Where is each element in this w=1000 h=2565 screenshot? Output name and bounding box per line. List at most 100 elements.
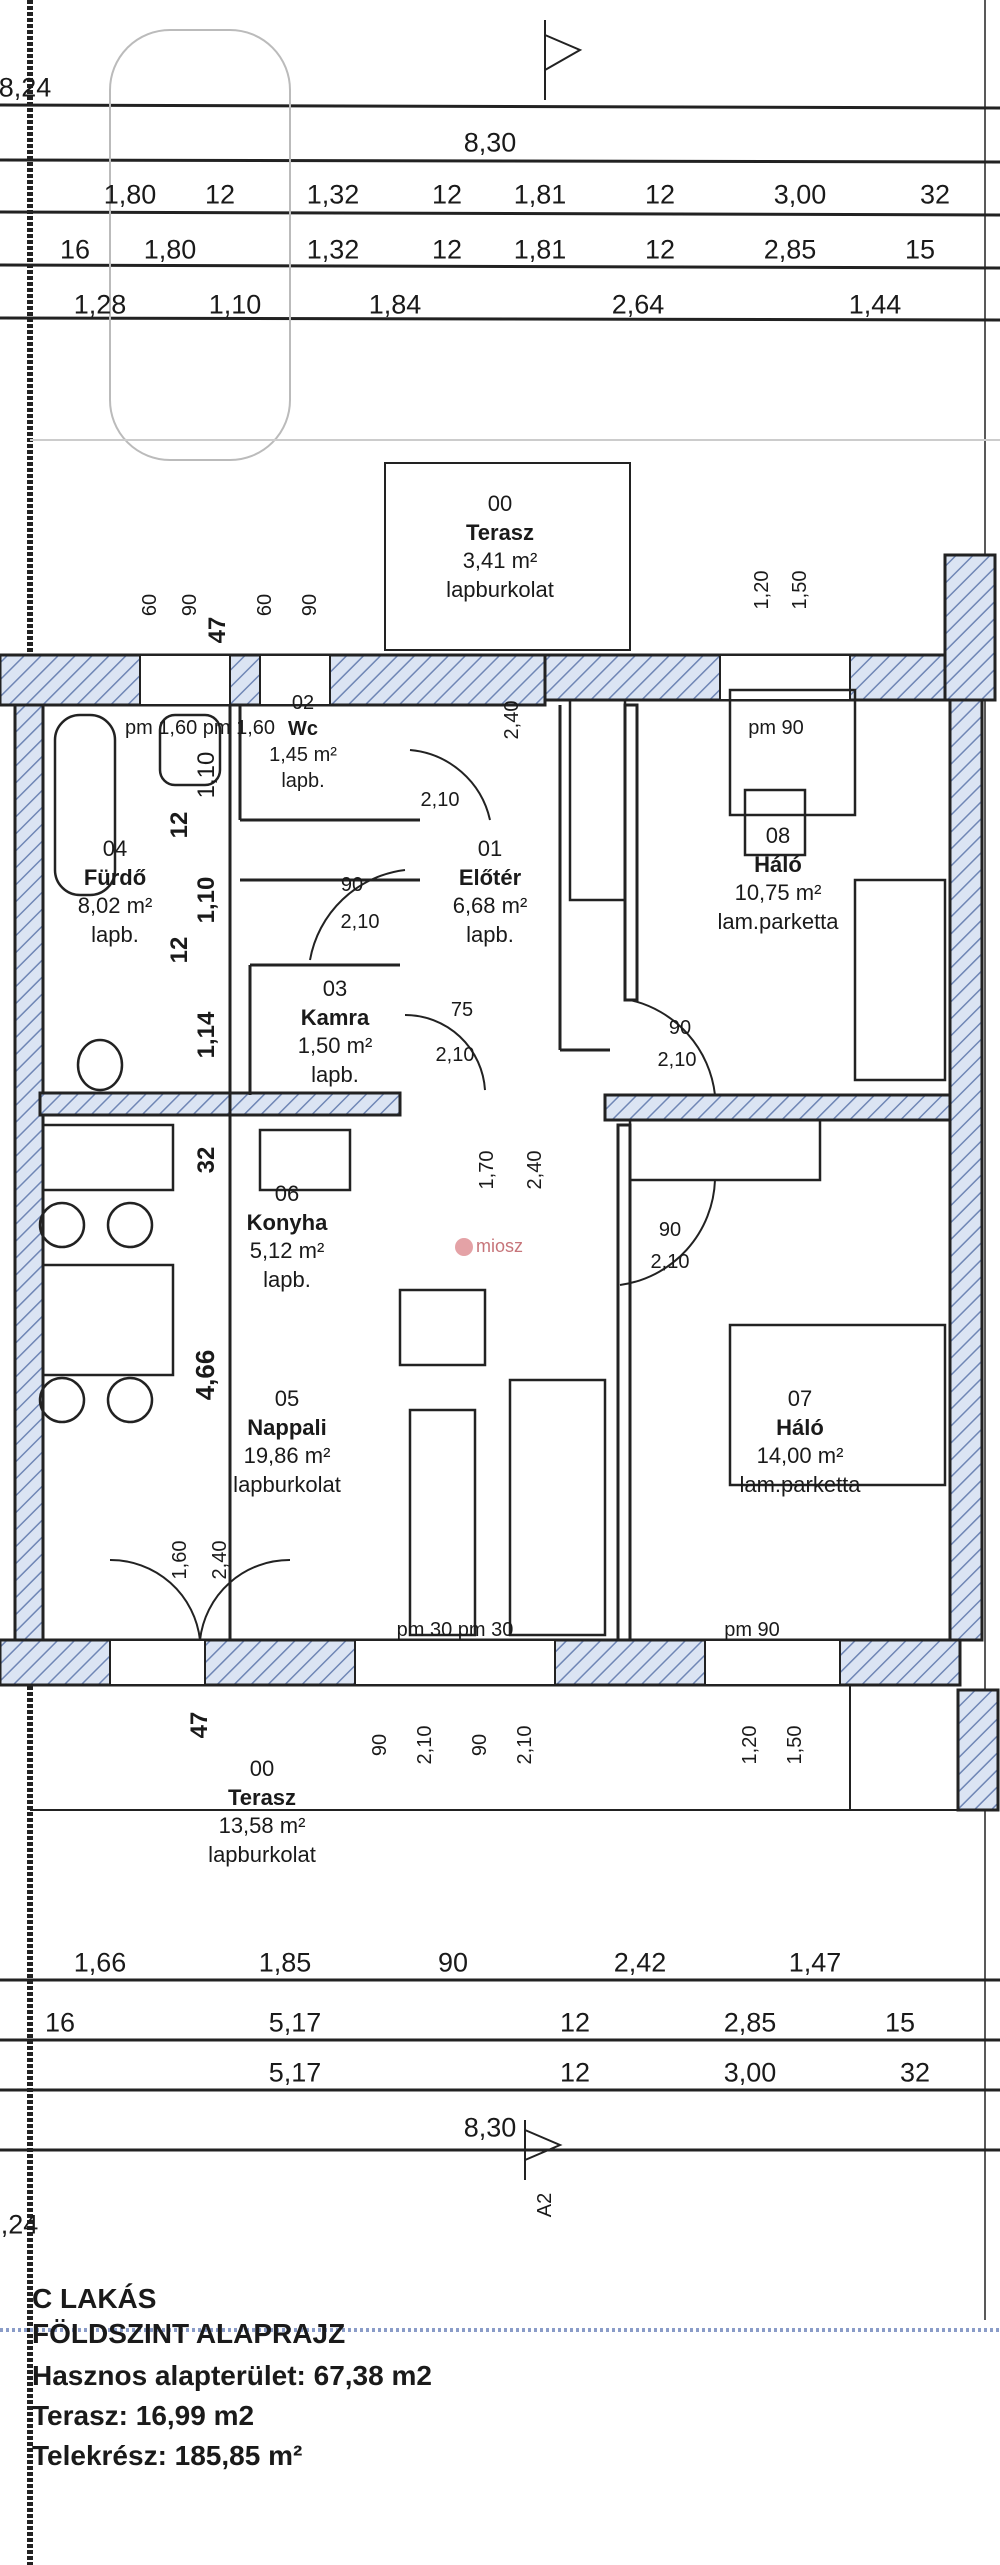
room-terrace-top: 00 Terasz 3,41 m² lapburkolat (446, 490, 554, 604)
room-number: 01 (477, 836, 503, 861)
terrace-area: Terasz: 16,99 m2 (32, 2400, 255, 2431)
dim-label: 8,24 (0, 72, 52, 103)
plan-subtitle: FÖLDSZINT ALAPRAJZ (32, 2318, 346, 2349)
room-floor: lapburkolat (446, 576, 554, 602)
dim-label: 15 (884, 2007, 916, 2038)
room-wc: 02 Wc 1,45 m² lapb. (269, 690, 337, 794)
room-name: Fürdő (83, 864, 147, 890)
dim-label: 2,42 (613, 1947, 667, 1978)
dim-label: 1,28 (73, 289, 127, 320)
dim-label: 1,50 (784, 1725, 806, 1765)
windows (109, 654, 851, 1686)
terrace-bottom-outline (30, 1685, 960, 1811)
dim-label: 2,85 (723, 2007, 777, 2038)
dim-label: 60 (139, 593, 161, 617)
dim-label: 2,10 (420, 789, 460, 811)
room-name: Wc (288, 718, 318, 740)
dim-label: 3,24 (0, 2209, 39, 2240)
dim-label: 1,81 (513, 234, 567, 265)
room-number: 05 (274, 1386, 300, 1411)
dim-label: 1,44 (848, 289, 902, 320)
dim-label: 2,40 (209, 1540, 231, 1580)
room-number: 06 (274, 1181, 300, 1206)
dim-label: 3,00 (723, 2057, 777, 2088)
dim-label: 12 (431, 179, 463, 210)
dim-label: 1,32 (306, 179, 360, 210)
dim-label: 1,10 (193, 751, 220, 799)
dim-label: 75 (450, 999, 474, 1021)
dim-label: 2,10 (650, 1251, 690, 1273)
room-kitchen: 06 Konyha 5,12 m² lapb. (247, 1180, 328, 1294)
dim-label: 90 (299, 593, 321, 617)
room-hallway: 01 Előtér 6,68 m² lapb. (453, 835, 528, 949)
room-area: 3,41 m² (462, 548, 538, 574)
usable-area: Hasznos alapterület: 67,38 m2 (32, 2360, 432, 2391)
dim-label: 5,17 (268, 2007, 322, 2038)
room-number: 07 (787, 1386, 813, 1411)
dim-label: 2,10 (435, 1044, 475, 1066)
dim-label: 32 (193, 1146, 220, 1174)
watermark: miosz (455, 1236, 523, 1257)
room-name: Terasz (465, 519, 535, 545)
interior-walls (228, 703, 639, 1642)
parking-car-outline (109, 29, 291, 461)
room-terrace-bottom: 00 Terasz 13,58 m² lapburkolat (208, 1755, 316, 1869)
dim-label: 90 (340, 874, 364, 896)
dim-label: 47 (204, 616, 231, 644)
dim-label: 90 (179, 593, 201, 617)
dim-label: 1,20 (739, 1725, 761, 1765)
room-area: 10,75 m² (734, 880, 822, 906)
room-number: 02 (291, 692, 315, 714)
dim-label: 12 (166, 936, 193, 964)
room-floor: lapb. (91, 921, 139, 947)
dim-label: 2,10 (657, 1049, 697, 1071)
room-bedroom-07: 07 Háló 14,00 m² lam.parketta (739, 1385, 860, 1499)
room-floor: lapburkolat (208, 1841, 316, 1867)
dim-label: 5,17 (268, 2057, 322, 2088)
plot-area: Telekrész: 185,85 m² (32, 2440, 303, 2471)
room-floor: lam.parketta (717, 908, 839, 934)
plan-title: C LAKÁS (32, 2283, 157, 2314)
room-floor: lapb. (263, 1266, 311, 1292)
dim-label: 1,50 (789, 570, 811, 610)
dim-label: 90 (668, 1017, 692, 1039)
room-number: 03 (322, 976, 348, 1001)
dim-label: 16 (44, 2007, 76, 2038)
room-area: 14,00 m² (756, 1443, 844, 1469)
room-bedroom-08: 08 Háló 10,75 m² lam.parketta (717, 822, 838, 936)
room-floor: lapb. (311, 1061, 359, 1087)
room-area: 8,02 m² (77, 893, 153, 919)
dim-label: 1,66 (73, 1947, 127, 1978)
furniture (38, 688, 947, 1637)
dim-label: 1,10 (193, 876, 220, 924)
dim-label: 16 (59, 234, 91, 265)
dim-label: 1,81 (513, 179, 567, 210)
watermark-text: miosz (476, 1236, 524, 1256)
room-floor: lapburkolat (233, 1471, 341, 1497)
dim-label: 1,80 (143, 234, 197, 265)
room-number: 08 (765, 823, 791, 848)
dim-label: 1,32 (306, 234, 360, 265)
dim-label: 8,30 (463, 2112, 517, 2143)
dim-label: 47 (186, 1711, 213, 1739)
room-name: Terasz (227, 1784, 297, 1810)
room-number: 00 (487, 491, 513, 516)
dim-label: 1,20 (751, 570, 773, 610)
dim-label: 12 (559, 2057, 591, 2088)
room-number: 04 (102, 836, 128, 861)
dim-label: 1,84 (368, 289, 422, 320)
room-floor: lam.parketta (739, 1471, 861, 1497)
dim-label: 2,40 (524, 1150, 546, 1190)
door-swings (109, 749, 716, 1641)
dim-label: pm 90 (724, 1619, 780, 1641)
room-name: Háló (754, 851, 802, 877)
room-area: 6,68 m² (452, 893, 528, 919)
room-floor: lapb. (281, 770, 325, 792)
dim-label: 90 (658, 1219, 682, 1241)
room-area: 1,45 m² (269, 744, 337, 766)
room-name: Előtér (458, 864, 522, 890)
terrace-top-outline (30, 439, 1000, 651)
room-name: Kamra (300, 1004, 370, 1030)
dim-label: 3,00 (773, 179, 827, 210)
